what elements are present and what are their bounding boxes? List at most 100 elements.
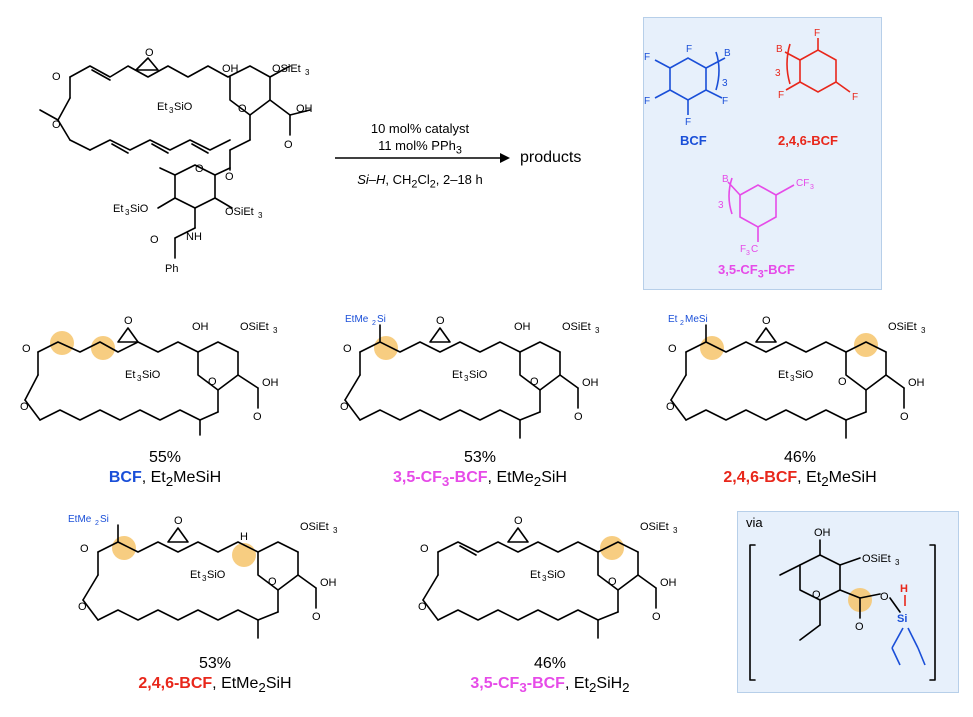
svg-text:Et: Et — [113, 203, 123, 215]
svg-text:3: 3 — [542, 574, 547, 583]
svg-text:F: F — [686, 44, 692, 55]
product-5-yield: 46% — [533, 655, 567, 672]
svg-text:3: 3 — [202, 574, 207, 583]
product-1-conditions: BCF, Et2MeSiH — [108, 469, 222, 490]
svg-text:O: O — [652, 611, 661, 623]
svg-text:3: 3 — [895, 558, 900, 567]
svg-text:F: F — [644, 96, 650, 107]
svg-text:OSiEt: OSiEt — [300, 521, 329, 533]
svg-text:SiO: SiO — [547, 569, 566, 581]
svg-text:Si: Si — [897, 613, 907, 625]
svg-text:3: 3 — [333, 526, 338, 535]
svg-text:F: F — [814, 28, 820, 39]
svg-text:O: O — [174, 515, 183, 527]
svg-text:OH: OH — [582, 377, 599, 389]
svg-text:O: O — [52, 71, 61, 83]
svg-text:SiO: SiO — [469, 369, 488, 381]
svg-text:3: 3 — [595, 326, 600, 335]
product-1-yield: 55% — [148, 449, 182, 466]
product-5-conditions: 3,5-CF3-BCF, Et2SiH2 — [470, 675, 630, 696]
svg-text:O: O — [855, 621, 864, 633]
svg-text:O: O — [208, 376, 217, 388]
svg-text:O: O — [195, 163, 204, 175]
svg-text:O: O — [812, 589, 821, 601]
svg-text:3: 3 — [305, 68, 310, 77]
svg-text:F: F — [740, 244, 746, 255]
svg-text:H: H — [240, 531, 248, 543]
svg-text:OH: OH — [814, 527, 831, 539]
svg-text:OH: OH — [262, 377, 279, 389]
catalyst-label-bcf: BCF — [680, 133, 707, 148]
svg-text:Et: Et — [530, 569, 540, 581]
svg-text:OSiEt: OSiEt — [862, 553, 891, 565]
product-2-conditions: 3,5-CF3-BCF, EtMe2SiH — [393, 469, 567, 490]
svg-text:O: O — [253, 411, 262, 423]
svg-text:F: F — [852, 92, 858, 103]
product-4-conditions: 2,4,6-BCF, EtMe2SiH — [138, 675, 292, 696]
product-4-yield: 53% — [198, 655, 232, 672]
svg-text:SiO: SiO — [795, 369, 814, 381]
svg-text:SiO: SiO — [130, 203, 149, 215]
svg-text:Si: Si — [100, 514, 109, 525]
svg-text:O: O — [666, 401, 675, 413]
svg-text:O: O — [312, 611, 321, 623]
products-label: products — [520, 149, 582, 166]
svg-text:SiO: SiO — [174, 101, 193, 113]
svg-text:O: O — [124, 315, 133, 327]
bcf246-structure: B 3 F F F — [775, 28, 858, 103]
svg-text:O: O — [762, 315, 771, 327]
catalyst-box — [643, 17, 882, 290]
svg-text:NH: NH — [186, 231, 202, 243]
svg-text:3: 3 — [775, 68, 781, 79]
svg-text:OH: OH — [660, 577, 677, 589]
svg-text:Et: Et — [125, 369, 135, 381]
svg-text:CF: CF — [796, 178, 809, 189]
svg-text:O: O — [80, 543, 89, 555]
product-2-yield: 53% — [463, 449, 497, 466]
svg-text:O: O — [52, 119, 61, 131]
svg-text:Si: Si — [377, 314, 386, 325]
catalyst-label-bcf35: 3,5-CF3-BCF — [718, 262, 795, 281]
svg-text:Et: Et — [778, 369, 788, 381]
svg-text:O: O — [418, 601, 427, 613]
svg-text:B: B — [724, 48, 731, 59]
svg-text:OSiEt: OSiEt — [240, 321, 269, 333]
svg-text:O: O — [343, 343, 352, 355]
svg-text:3: 3 — [673, 526, 678, 535]
svg-text:3: 3 — [125, 208, 130, 217]
svg-text:OH: OH — [908, 377, 925, 389]
svg-text:OH: OH — [320, 577, 337, 589]
via-box — [737, 511, 959, 693]
svg-text:2: 2 — [680, 320, 684, 327]
svg-text:F: F — [722, 96, 728, 107]
svg-text:Et: Et — [190, 569, 200, 581]
svg-text:H: H — [900, 583, 908, 595]
svg-text:OH: OH — [296, 103, 313, 115]
svg-text:Et: Et — [157, 101, 167, 113]
svg-text:O: O — [145, 47, 154, 59]
svg-text:B: B — [722, 174, 729, 185]
catalyst-label-bcf246: 2,4,6-BCF — [778, 133, 838, 148]
svg-text:3: 3 — [169, 106, 174, 115]
svg-text:Et: Et — [668, 314, 678, 325]
svg-text:O: O — [574, 411, 583, 423]
svg-text:OSiEt: OSiEt — [888, 321, 917, 333]
svg-text:OSiEt: OSiEt — [640, 521, 669, 533]
svg-text:OH: OH — [514, 321, 531, 333]
svg-text:O: O — [530, 376, 539, 388]
svg-text:Et: Et — [452, 369, 462, 381]
svg-text:O: O — [268, 576, 277, 588]
svg-text:O: O — [340, 401, 349, 413]
svg-text:O: O — [225, 171, 234, 183]
svg-text:3: 3 — [464, 374, 469, 383]
svg-text:O: O — [150, 234, 159, 246]
condition-solvent: Si–H, CH2Cl2, 2–18 h — [357, 172, 483, 191]
svg-text:F: F — [778, 90, 784, 101]
svg-text:2: 2 — [95, 520, 99, 527]
svg-text:MeSi: MeSi — [685, 314, 708, 325]
